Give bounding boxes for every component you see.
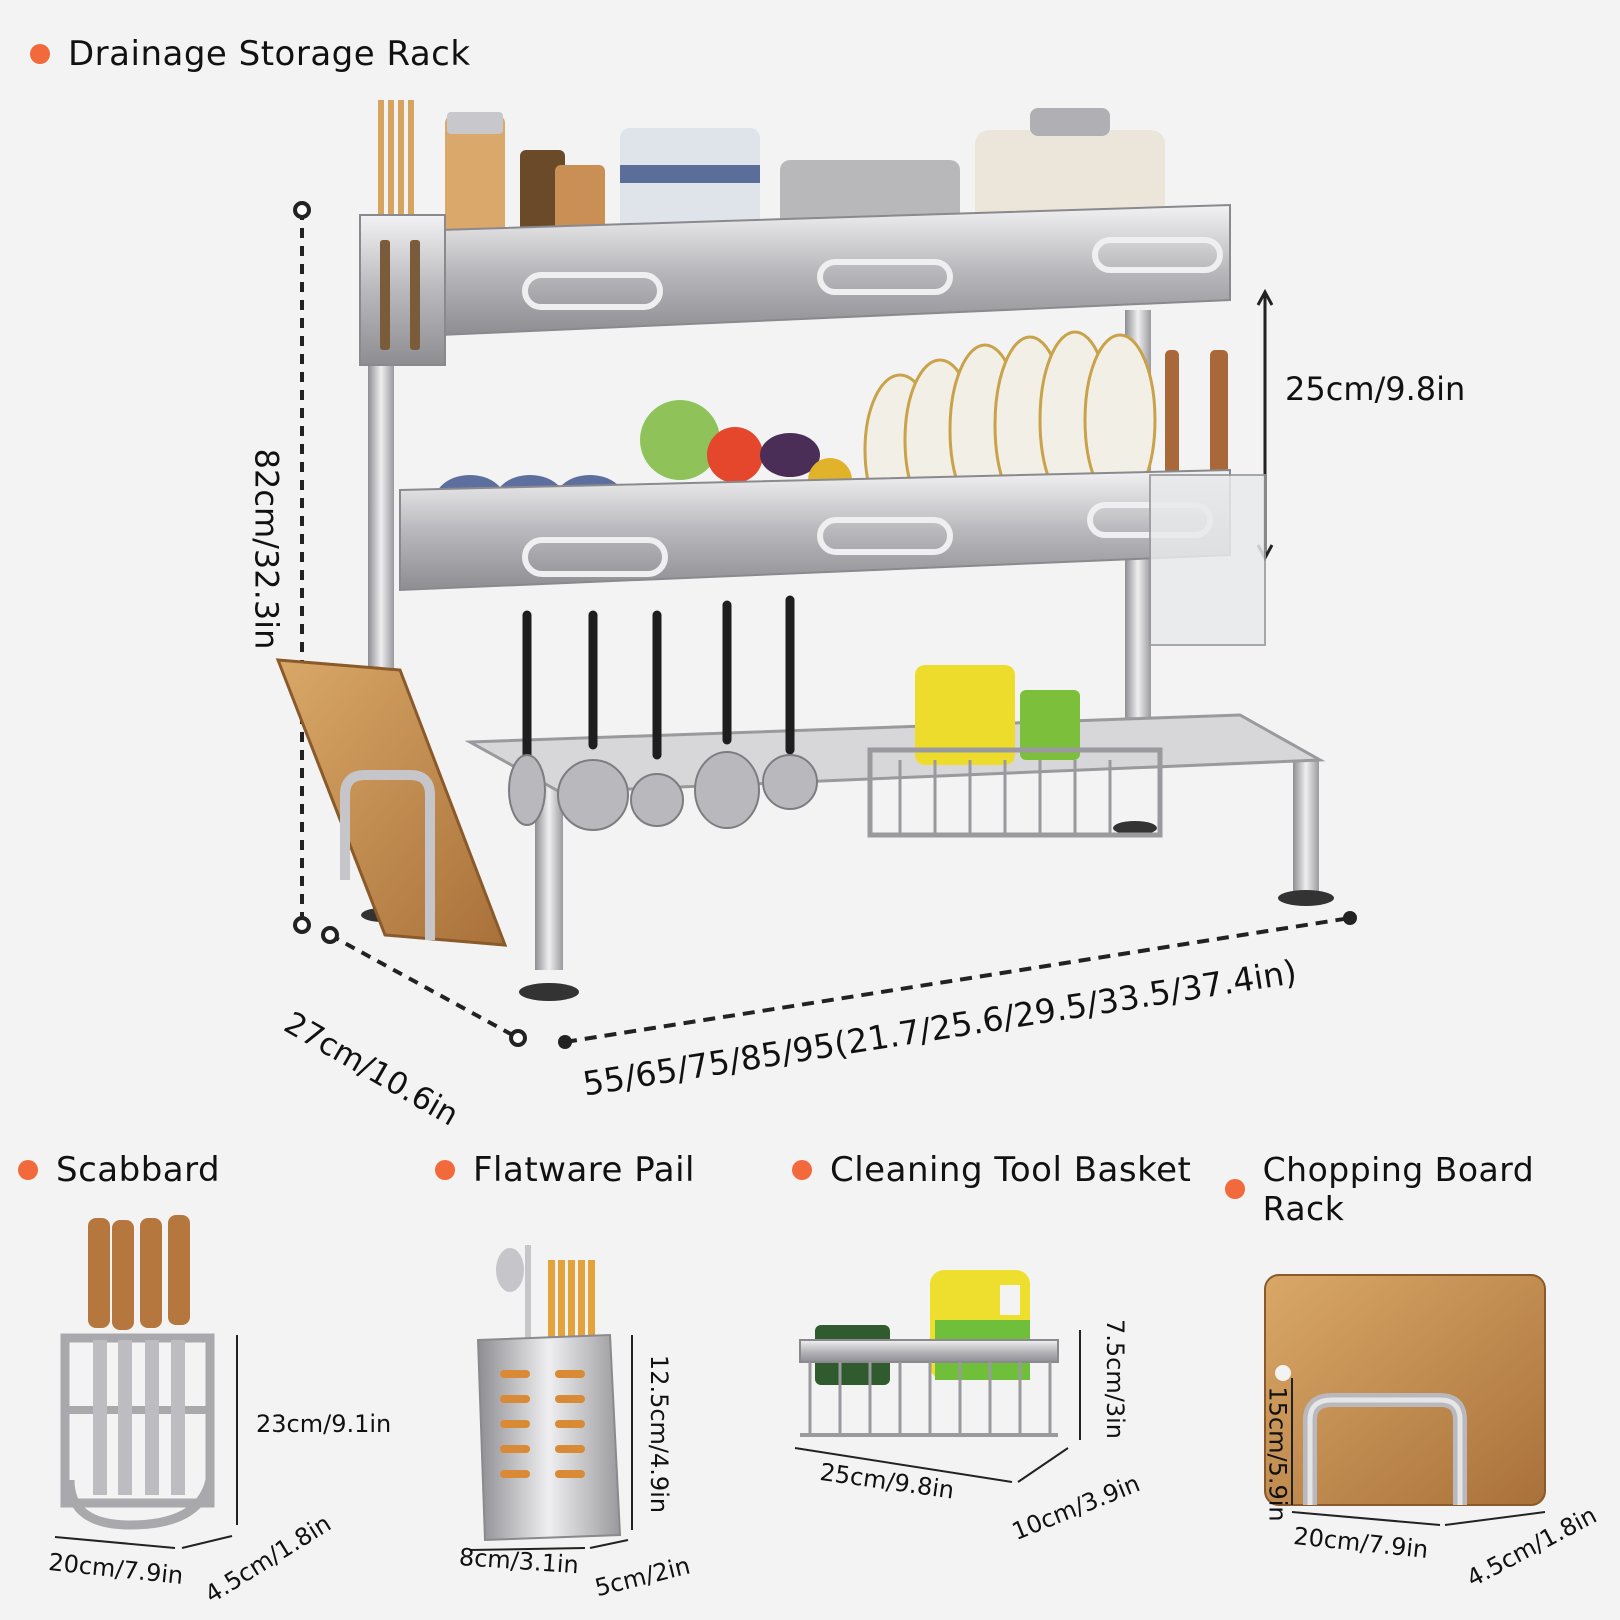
hanging-utensils — [522, 595, 795, 765]
dim-endpoint-icon — [293, 916, 311, 934]
base-cleaning-basket — [867, 665, 1163, 838]
depth-dimension-line — [329, 933, 519, 1040]
dim-endpoint-icon — [509, 1029, 527, 1047]
dim-endpoint-icon — [1343, 911, 1357, 925]
scabbard-title: Scabbard — [18, 1150, 220, 1190]
bullet-dot-icon — [18, 1160, 38, 1180]
tier-gap-dim-label: 25cm/9.8in — [1285, 370, 1466, 408]
board-rack-height-label: 15cm/5.9in — [1263, 1386, 1292, 1522]
chopping-board-rack-title: Chopping Board Rack — [1225, 1150, 1620, 1228]
board-holder — [340, 770, 435, 940]
chopping-board-rack-title-text: Chopping Board Rack — [1262, 1150, 1535, 1228]
scabbard-height-label: 23cm/9.1in — [256, 1410, 392, 1438]
flatware-pail-title: Flatware Pail — [435, 1150, 695, 1190]
main-title: Drainage Storage Rack — [30, 34, 471, 74]
dim-endpoint-icon — [321, 926, 339, 944]
height-dim-label: 82cm/32.3in — [247, 448, 286, 650]
foot-pad — [1278, 890, 1334, 906]
side-utensil-holder — [359, 214, 446, 366]
bullet-dot-icon — [1225, 1179, 1245, 1199]
cleaning-basket-title: Cleaning Tool Basket — [792, 1150, 1191, 1190]
dim-endpoint-icon — [293, 201, 311, 219]
flatware-pail-illustration — [469, 1245, 633, 1551]
left-upright — [368, 340, 394, 670]
cleaning-basket-illustration — [794, 1270, 1081, 1483]
scabbard-illustration — [54, 1215, 238, 1549]
cup-holder — [1149, 474, 1266, 646]
basket-height-label: 7.5cm/3in — [1100, 1319, 1129, 1439]
pail-height-label: 12.5cm/4.9in — [645, 1354, 674, 1514]
main-title-text: Drainage Storage Rack — [68, 34, 471, 74]
scabbard-title-text: Scabbard — [56, 1150, 221, 1190]
foot-pad — [519, 983, 579, 1001]
flatware-pail-title-text: Flatware Pail — [473, 1150, 695, 1190]
top-shelf-items — [378, 100, 1165, 235]
bullet-dot-icon — [435, 1160, 455, 1180]
front-right-leg — [1293, 760, 1319, 895]
dim-endpoint-icon — [558, 1035, 572, 1049]
bullet-dot-icon — [30, 44, 50, 64]
foot-pad — [1113, 821, 1157, 835]
base-chopping-board — [275, 658, 508, 947]
cleaning-basket-title-text: Cleaning Tool Basket — [830, 1150, 1192, 1190]
chopping-board-rack-illustration — [1264, 1274, 1546, 1526]
width-dimension-line — [564, 916, 1351, 1044]
middle-shelf — [399, 468, 1231, 592]
bullet-dot-icon — [792, 1160, 812, 1180]
